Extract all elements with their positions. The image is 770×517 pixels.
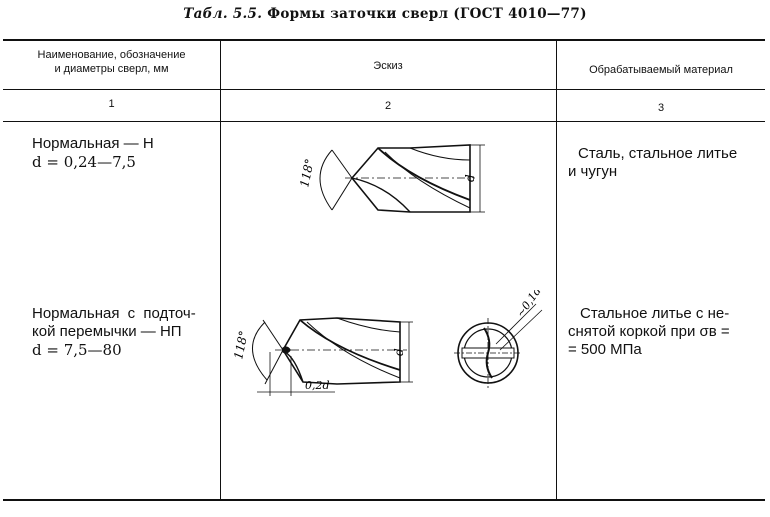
row2-drill-sketch-end: ~0,1d	[440, 285, 552, 400]
table-caption-title: Формы заточки сверл (ГОСТ 4010—77)	[267, 6, 587, 22]
row1-drill-sketch: 118° d	[290, 140, 490, 215]
row1-material-line2: и чугун	[568, 163, 618, 180]
table-caption-label: Табл. 5.5.	[183, 6, 263, 22]
column-divider-2	[556, 39, 557, 500]
row2-drill-body	[282, 317, 401, 385]
row2-drill-sketch-side: 118° d 0,2d	[225, 300, 420, 400]
table-caption: Табл. 5.5. Формы заточки сверл (ГОСТ 401…	[0, 6, 770, 22]
column-number-3: 3	[657, 102, 665, 114]
header-bottom-rule	[3, 89, 765, 90]
row2-material-line3: = 500 МПа	[568, 341, 642, 358]
row1-drill-drawing: 118° d	[297, 144, 485, 213]
row2-angle-arc	[252, 321, 268, 381]
row2-name: Нормальная с подточ- кой перемычки — НП …	[32, 305, 218, 359]
row1-diameter-label: d	[463, 174, 477, 182]
column-number-2: 2	[384, 100, 392, 112]
table-top-rule	[3, 39, 765, 41]
header-material: Обрабатываемый материал	[558, 63, 764, 77]
row1-angle-label: 118°	[297, 157, 317, 188]
header-material-line1: Обрабатываемый материал	[589, 64, 733, 76]
header-sketch-line1: Эскиз	[373, 60, 403, 72]
row2-material-line1: Стальное литье с не-	[580, 305, 730, 322]
row1-diameter-range: d = 0,24—7,5	[32, 153, 136, 171]
row2-material: Стальное литье с не- снятой коркой при σ…	[568, 305, 763, 359]
header-name-line1: Наименование, обозначение	[37, 49, 186, 61]
row2-offset-label: ~0,1d	[514, 290, 544, 320]
row2-drill-end-view: ~0,1d	[454, 285, 544, 388]
row2-diameter-label: d	[392, 348, 406, 356]
row2-material-line2: снятой коркой при σв =	[568, 323, 730, 340]
header-name-line2: и диаметры сверл, мм	[54, 63, 169, 75]
row1-name: Нормальная — Н d = 0,24—7,5	[32, 135, 217, 171]
row2-web-dimension-label: 0,2d	[305, 379, 330, 392]
row2-diameter-range: d = 7,5—80	[32, 341, 122, 359]
header-sketch: Эскиз	[222, 59, 554, 73]
row2-angle-label: 118°	[231, 329, 251, 360]
column-number-1: 1	[108, 98, 115, 110]
number-row-bottom-rule	[3, 121, 765, 122]
row1-material: Сталь, стальное литье и чугун	[568, 145, 763, 181]
header-name: Наименование, обозначение и диаметры све…	[5, 48, 218, 76]
row1-drill-body	[350, 144, 471, 213]
row1-material-line1: Сталь, стальное литье	[578, 145, 738, 162]
column-divider-1	[220, 39, 221, 500]
table-bottom-rule	[3, 499, 765, 501]
row1-angle-arc	[319, 149, 333, 211]
row2-name-line1: Нормальная с подточ-	[32, 305, 196, 322]
row2-drill-drawing: 118° d 0,2d	[231, 317, 413, 396]
row2-name-line2: кой перемычки — НП	[32, 323, 182, 340]
row1-name-line1: Нормальная — Н	[32, 135, 154, 152]
